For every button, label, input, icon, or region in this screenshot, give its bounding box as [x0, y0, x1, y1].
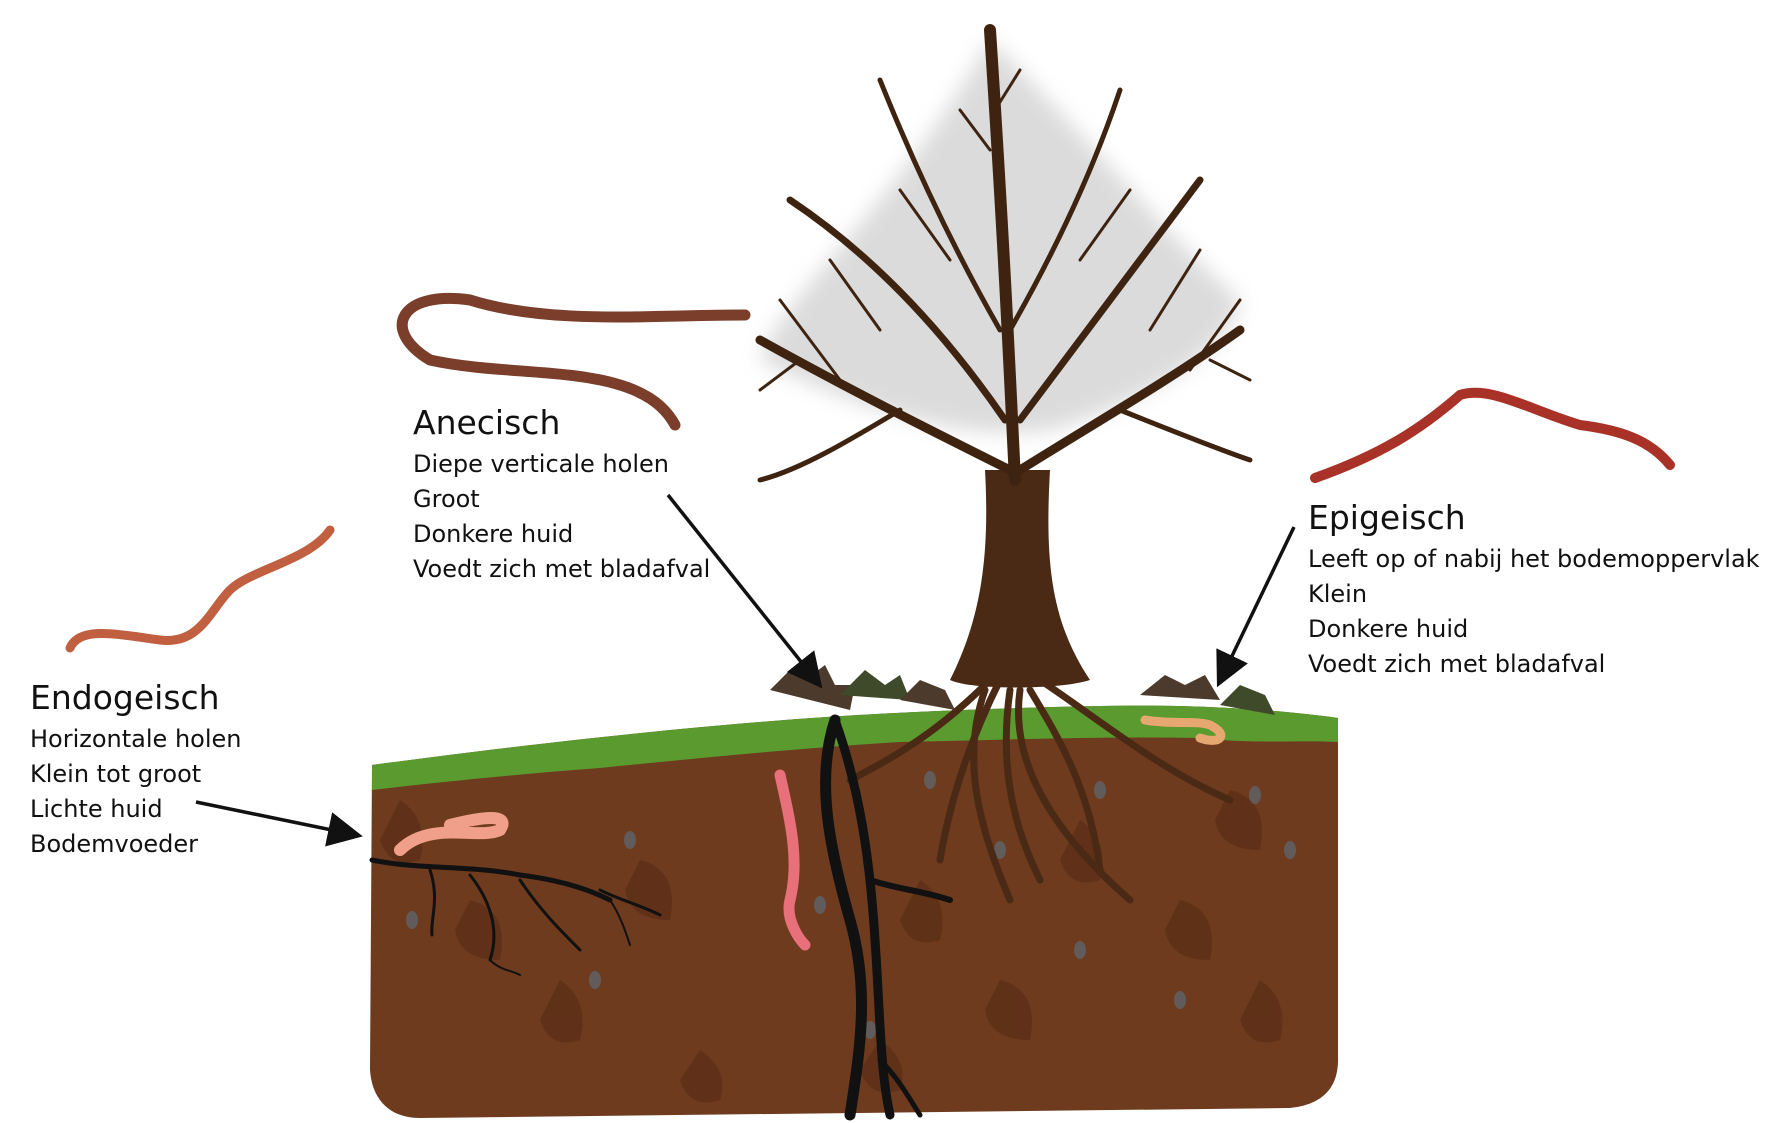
- tree-roots: [846, 676, 1234, 904]
- endogeic-title: Endogeisch: [30, 678, 220, 717]
- anecic-trait: Voedt zich met bladafval: [413, 555, 711, 583]
- arrow-epigeic: [1216, 526, 1296, 688]
- arrow-anecic: [666, 493, 823, 689]
- epigeic-trait: Donkere huid: [1308, 615, 1469, 643]
- soil-stones: [406, 771, 1296, 1039]
- endogeic-trait: Lichte huid: [30, 795, 163, 823]
- anecic-worm-in-soil: [774, 769, 811, 951]
- tree-trunk: [950, 470, 1090, 688]
- anecic-title: Anecisch: [413, 403, 561, 442]
- anecic-label: Anecisch Diepe verticale holen Groot Don…: [413, 403, 710, 587]
- epigeic-worm: [1310, 387, 1675, 483]
- endogeic-worm: [65, 525, 335, 653]
- epigeic-trait: Leeft op of nabij het bodemoppervlak: [1308, 545, 1760, 573]
- soil-block: [370, 705, 1338, 1118]
- epigeic-worm-on-surface: [1140, 715, 1226, 745]
- epigeic-trait: Klein: [1308, 580, 1368, 608]
- anecic-trait: Groot: [413, 485, 480, 513]
- grass-strip: [372, 705, 1338, 790]
- anecic-trait: Donkere huid: [413, 520, 574, 548]
- anecic-worm: [396, 293, 751, 431]
- epigeic-trait: Voedt zich met bladafval: [1308, 650, 1606, 678]
- endogeic-label: Endogeisch Horizontale holen Klein tot g…: [30, 678, 241, 862]
- endogeic-worm-in-soil: [394, 812, 509, 856]
- anecic-trait: Diepe verticale holen: [413, 450, 669, 478]
- epigeic-label: Epigeisch Leeft op of nabij het bodemopp…: [1308, 498, 1760, 682]
- anecic-burrow: [820, 714, 953, 1121]
- endogeic-trait: Bodemvoeder: [30, 830, 199, 858]
- epigeic-title: Epigeisch: [1308, 498, 1466, 537]
- endogeic-burrow: [369, 857, 662, 976]
- endogeic-trait: Klein tot groot: [30, 760, 202, 788]
- arrow-endogeic: [195, 800, 363, 847]
- endogeic-trait: Horizontale holen: [30, 725, 242, 753]
- tree-branches: [755, 24, 1253, 486]
